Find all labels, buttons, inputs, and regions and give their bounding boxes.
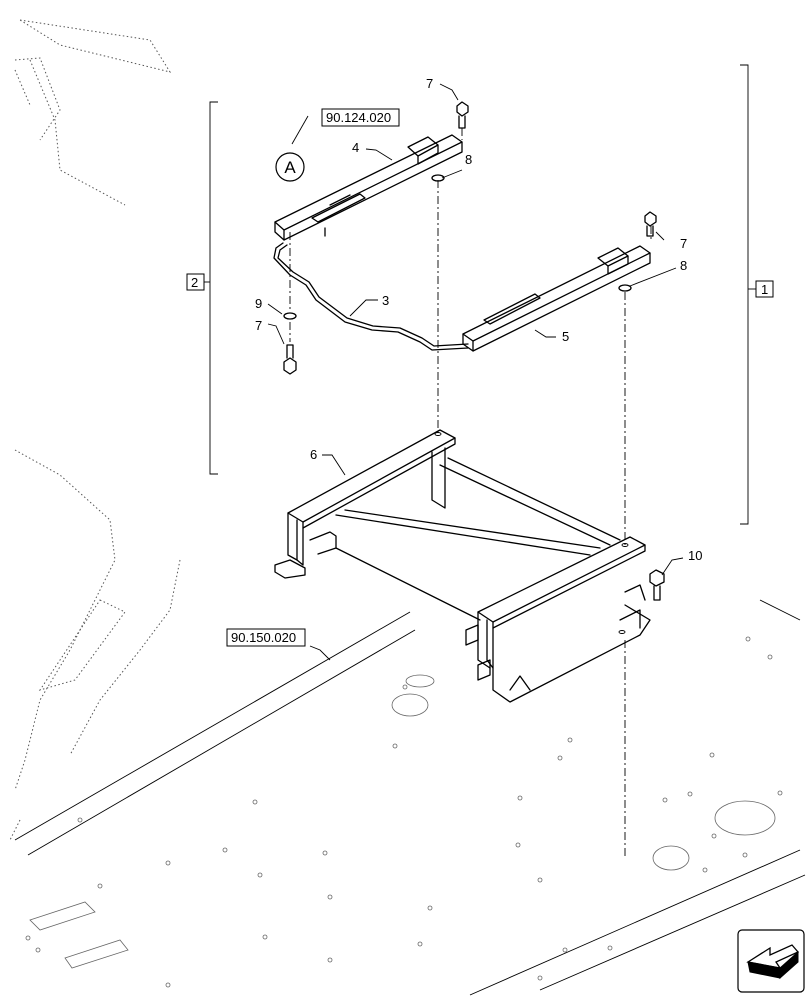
reference-box-top: 90.124.020 — [321, 108, 400, 127]
washer-8-top — [431, 174, 445, 182]
callout-7-top: 7 — [426, 76, 433, 91]
view-marker: A — [275, 152, 305, 182]
assembly-number-2: 2 — [191, 275, 198, 290]
assembly-bracket-2 — [204, 101, 218, 475]
assembly-number-1-box: 1 — [755, 280, 774, 298]
assembly-bracket-1 — [740, 64, 756, 525]
callout-7-left: 7 — [255, 318, 262, 333]
callout-7-right: 7 — [680, 236, 687, 251]
callout-8-top: 8 — [465, 152, 472, 167]
view-marker-letter: A — [284, 158, 296, 177]
assembly-centerlines — [289, 128, 652, 858]
bolt-10 — [649, 569, 665, 601]
callout-labels: 7 8 4 7 8 3 5 9 7 6 10 — [255, 76, 702, 563]
seat-slide-rail-lower — [462, 245, 651, 352]
callout-10: 10 — [688, 548, 702, 563]
reference-code-bottom: 90.150.020 — [231, 630, 296, 645]
slide-tie-rod — [273, 242, 469, 351]
washer-9 — [283, 312, 297, 320]
cab-floor-plate — [14, 599, 806, 996]
seat-base-frame — [274, 429, 651, 703]
callout-3: 3 — [382, 293, 389, 308]
reference-box-bottom: 90.150.020 — [226, 628, 306, 647]
background-cab-outline — [9, 19, 181, 841]
assembly-number-2-box: 2 — [186, 273, 205, 291]
bolt-7-left — [283, 344, 297, 375]
reference-code-top: 90.124.020 — [326, 110, 391, 125]
callout-4: 4 — [352, 140, 359, 155]
orientation-arrow-icon — [737, 929, 805, 993]
callout-5: 5 — [562, 329, 569, 344]
callout-9: 9 — [255, 296, 262, 311]
callout-6: 6 — [310, 447, 317, 462]
assembly-number-1: 1 — [761, 282, 768, 297]
leader-lines — [267, 83, 684, 661]
seat-slide-rail-upper — [274, 134, 463, 241]
washer-8-right — [618, 284, 632, 292]
bolt-7-right — [644, 211, 657, 237]
bolt-7-top — [456, 101, 469, 129]
callout-8-right: 8 — [680, 258, 687, 273]
